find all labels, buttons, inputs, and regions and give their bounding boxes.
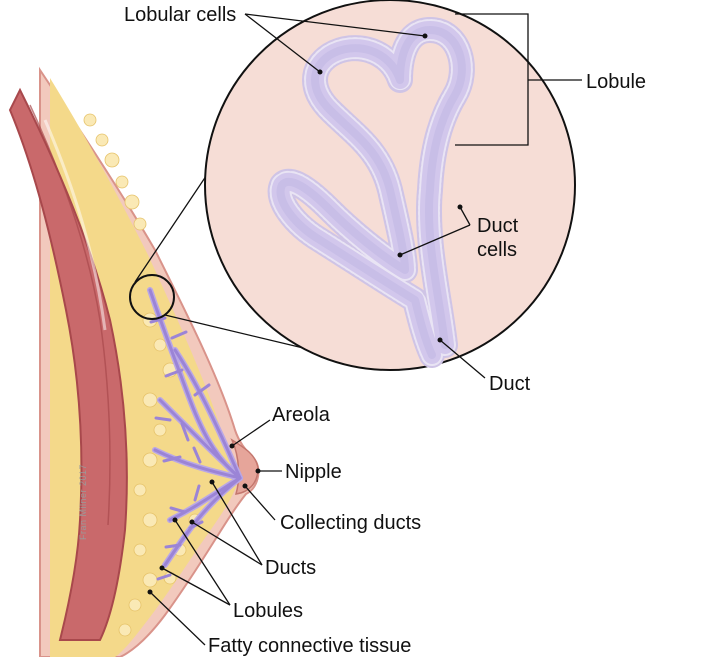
breast-cross-section — [8, 66, 260, 658]
artist-credit: Fran Milner 2017 — [78, 464, 88, 540]
label-fatty-connective-tissue: Fatty connective tissue — [208, 635, 411, 657]
chest-muscle-stripe — [43, 119, 107, 331]
leader-lines — [149, 13, 582, 646]
label-nipple: Nipple — [285, 461, 342, 483]
label-duct: Duct — [489, 373, 531, 395]
label-duct-cells-line2: cells — [477, 239, 517, 261]
zoom-source-circle — [129, 274, 175, 320]
label-ducts: Ducts — [265, 557, 316, 579]
lobule-cell-dots — [269, 19, 473, 366]
fat-globules — [83, 113, 202, 637]
label-lobules: Lobules — [233, 600, 303, 622]
label-duct-cells-line1: Duct — [477, 215, 519, 237]
label-lobule: Lobule — [586, 71, 646, 93]
label-areola: Areola — [272, 404, 331, 426]
zoom-inset — [204, 0, 576, 371]
zoom-line-bottom — [164, 314, 321, 353]
label-collecting-ducts: Collecting ducts — [280, 512, 421, 534]
label-lobular-cells: Lobular cells — [124, 4, 236, 26]
label-dots — [147, 33, 463, 595]
chest-muscle-inner — [29, 104, 111, 526]
chest-muscle — [8, 87, 128, 641]
